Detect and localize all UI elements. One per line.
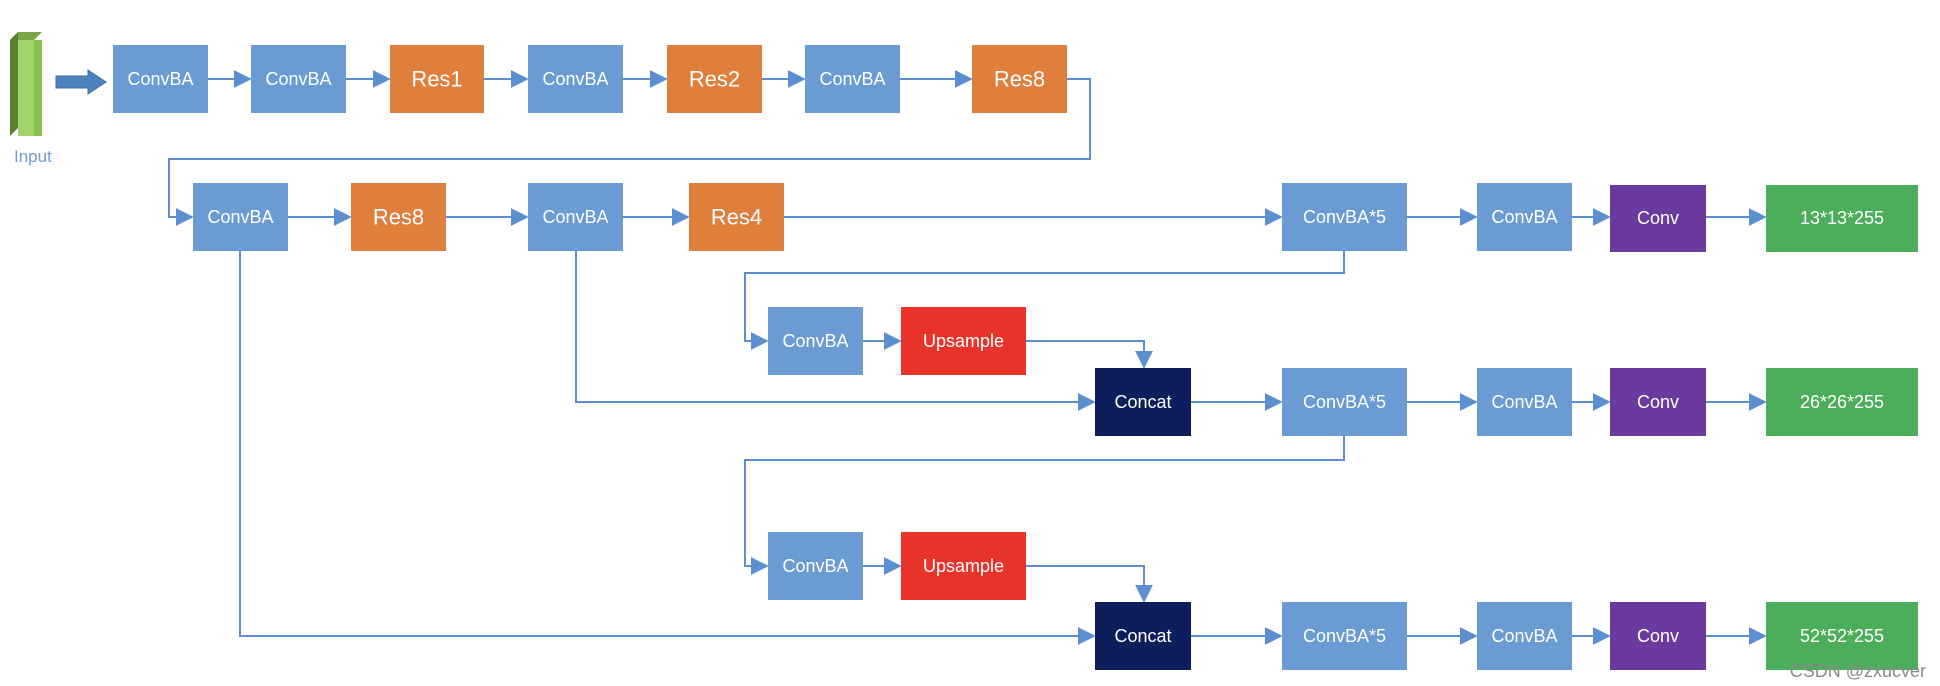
node-head1-convba5: ConvBA*5 <box>1282 183 1407 251</box>
node-head2-convba: ConvBA <box>1477 368 1572 436</box>
node-output-26: 26*26*255 <box>1766 368 1918 436</box>
node-head3-convba: ConvBA <box>1477 602 1572 670</box>
input-label: Input <box>14 147 52 166</box>
node-label: Res8 <box>994 67 1045 92</box>
node-convba-1: ConvBA <box>113 45 208 113</box>
node-label: ConvBA <box>782 556 848 576</box>
node-res2: Res2 <box>667 45 762 113</box>
node-concat-1: Concat <box>1095 368 1191 436</box>
node-label: ConvBA <box>1491 207 1557 227</box>
node-label: ConvBA <box>819 69 885 89</box>
node-head2-convba5: ConvBA*5 <box>1282 368 1407 436</box>
node-convba-3: ConvBA <box>528 45 623 113</box>
node-convba-4: ConvBA <box>805 45 900 113</box>
node-head3-convba5: ConvBA*5 <box>1282 602 1407 670</box>
node-res4: Res4 <box>689 183 784 251</box>
node-label: Upsample <box>923 556 1004 576</box>
node-output-52: 52*52*255 <box>1766 602 1918 670</box>
node-head1-convba: ConvBA <box>1477 183 1572 251</box>
node-label: ConvBA <box>1491 626 1557 646</box>
node-head1-conv: Conv <box>1610 185 1706 252</box>
watermark: CSDN @zxucver <box>1789 661 1926 681</box>
node-label: ConvBA <box>265 69 331 89</box>
input-arrow-icon <box>55 69 107 95</box>
node-label: ConvBA <box>782 331 848 351</box>
node-res8-1: Res8 <box>972 45 1067 113</box>
node-label: 52*52*255 <box>1800 626 1884 646</box>
input-block-icon <box>10 32 42 136</box>
node-label: Upsample <box>923 331 1004 351</box>
node-upsample-2: Upsample <box>901 532 1026 600</box>
node-head2-conv: Conv <box>1610 368 1706 436</box>
node-label: 26*26*255 <box>1800 392 1884 412</box>
node-res8-2: Res8 <box>351 183 446 251</box>
node-label: ConvBA <box>1491 392 1557 412</box>
node-label: Conv <box>1637 392 1679 412</box>
node-convba-2: ConvBA <box>251 45 346 113</box>
connectors <box>168 70 1767 645</box>
node-head3-conv: Conv <box>1610 602 1706 670</box>
node-label: ConvBA <box>542 69 608 89</box>
node-label: ConvBA*5 <box>1303 392 1386 412</box>
node-label: ConvBA <box>542 207 608 227</box>
node-label: Res8 <box>373 205 424 230</box>
node-label: ConvBA <box>207 207 273 227</box>
node-label: Res1 <box>411 67 462 92</box>
node-output-13: 13*13*255 <box>1766 185 1918 252</box>
node-label: ConvBA <box>127 69 193 89</box>
node-label: Conv <box>1637 208 1679 228</box>
node-label: ConvBA*5 <box>1303 626 1386 646</box>
node-convba-6: ConvBA <box>528 183 623 251</box>
node-branch2-convba: ConvBA <box>768 532 863 600</box>
node-label: Conv <box>1637 626 1679 646</box>
node-label: 13*13*255 <box>1800 208 1884 228</box>
node-label: Concat <box>1114 392 1171 412</box>
node-label: ConvBA*5 <box>1303 207 1386 227</box>
node-res1: Res1 <box>390 45 484 113</box>
node-convba-5: ConvBA <box>193 183 288 251</box>
node-concat-2: Concat <box>1095 602 1191 670</box>
node-label: Res2 <box>689 67 740 92</box>
node-label: Res4 <box>711 205 762 230</box>
node-branch1-convba: ConvBA <box>768 307 863 375</box>
node-label: Concat <box>1114 626 1171 646</box>
node-upsample-1: Upsample <box>901 307 1026 375</box>
